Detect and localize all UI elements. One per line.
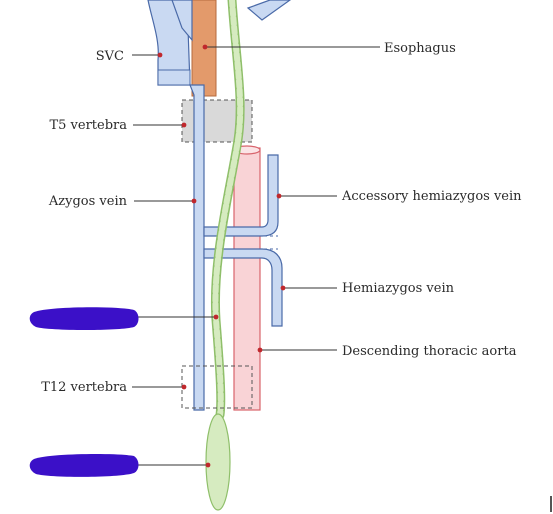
- label-t5-vertebra: T5 vertebra: [49, 118, 127, 133]
- descending-thoracic-aorta: [233, 145, 261, 411]
- left-brachiocephalic-vein: [246, 0, 292, 21]
- edge-mark: [550, 496, 552, 512]
- hemiazygos-vein: [203, 248, 283, 327]
- label-svc: SVC: [96, 49, 124, 64]
- label-t12-vertebra: T12 vertebra: [41, 380, 127, 395]
- label-hemiazygos-vein: Hemiazygos vein: [342, 281, 455, 296]
- cisterna-chyli: [205, 413, 231, 511]
- label-azygos-vein: Azygos vein: [48, 194, 128, 209]
- label-esophagus: Esophagus: [384, 41, 456, 56]
- redacted-label-1: [29, 307, 139, 330]
- label-descending-thoracic-aorta: Descending thoracic aorta: [342, 344, 517, 359]
- azygos-vein: [189, 84, 205, 411]
- superior-vena-cava: [147, 0, 193, 86]
- label-accessory-hemiazygos-vein: Accessory hemiazygos vein: [341, 189, 522, 204]
- thoracic-duct: [205, 0, 245, 511]
- redacted-label-2: [29, 454, 139, 477]
- leader-lines: [132, 44, 380, 468]
